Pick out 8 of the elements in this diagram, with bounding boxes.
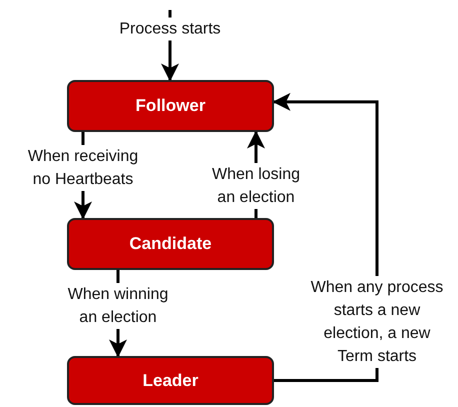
state-name: Leader [142,370,198,390]
edge-label: When any process starts a new election, a new Term starts [309,276,445,368]
state-name: Follower [136,96,206,116]
state-name: Candidate [129,234,212,254]
edge-label: Process starts [119,18,221,40]
state-box [67,80,274,132]
state-box [67,218,274,270]
state-box [67,356,274,405]
